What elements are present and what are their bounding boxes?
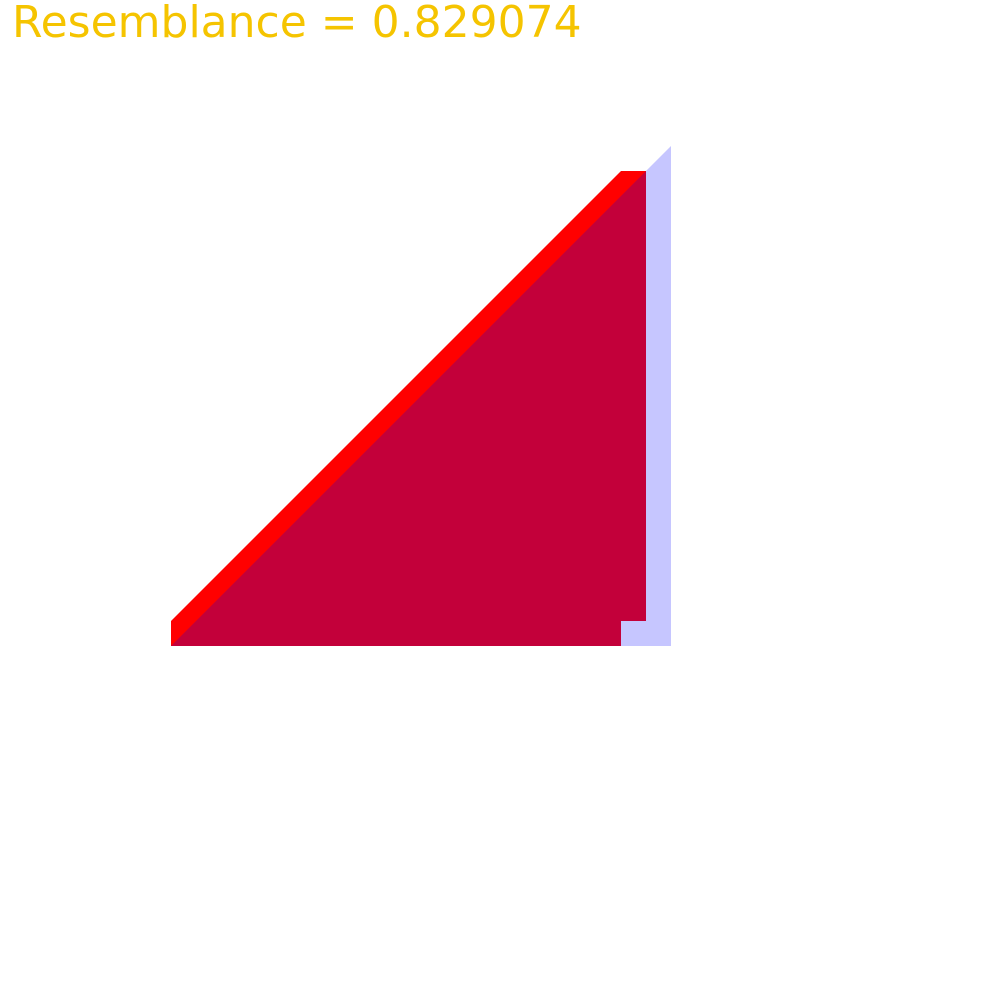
- resemblance-title: Resemblance = 0.829074: [12, 0, 582, 48]
- overlap-region: [171, 171, 646, 646]
